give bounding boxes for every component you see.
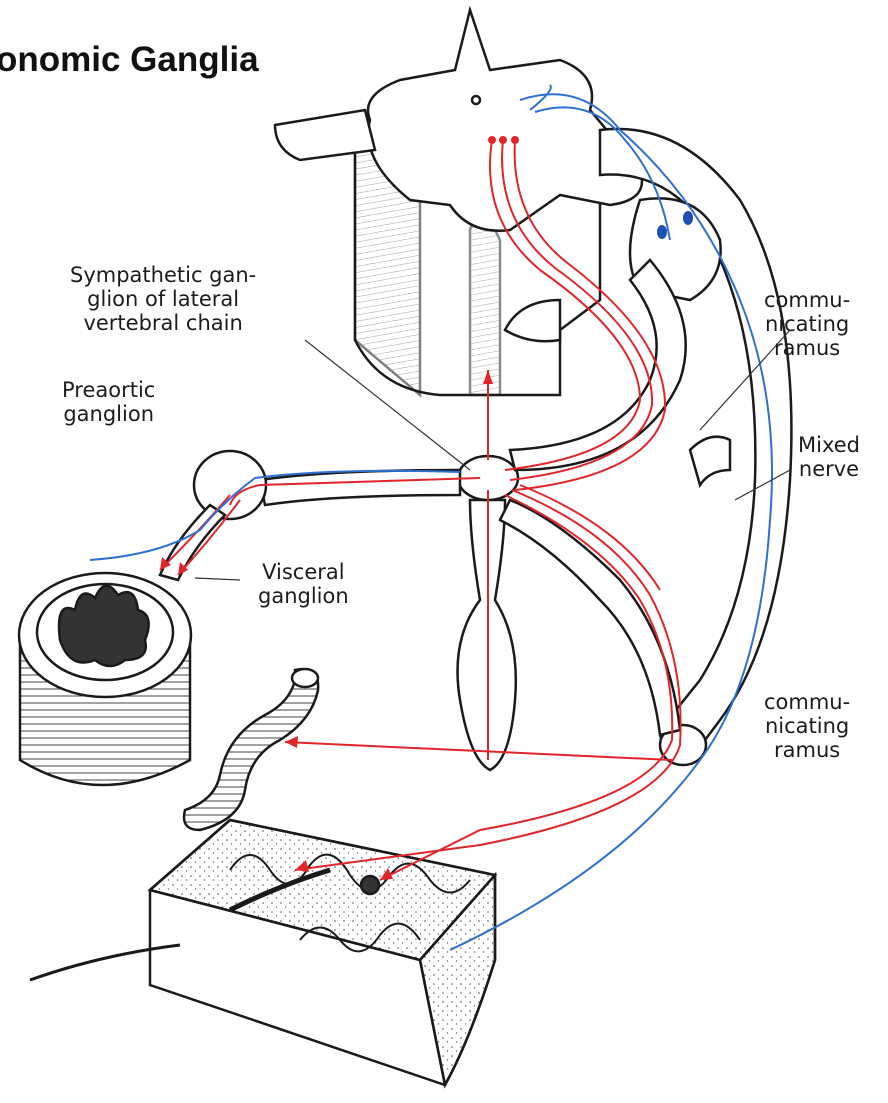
label-sympathetic-ganglion: Sympathetic gan- glion of lateral verteb… bbox=[70, 263, 256, 335]
label-visceral-ganglion: Visceral ganglion bbox=[258, 560, 349, 608]
diagram-title: onomic Ganglia bbox=[0, 40, 259, 80]
label-preaortic-ganglion: Preaortic ganglion bbox=[62, 378, 155, 426]
skin-block bbox=[30, 820, 495, 1085]
label-communicating-ramus-lower: commu- nicating ramus bbox=[764, 690, 850, 762]
blood-vessel bbox=[184, 669, 318, 830]
intestine bbox=[19, 573, 191, 785]
spinal-cord bbox=[275, 10, 642, 395]
label-communicating-ramus-upper: commu- nicating ramus bbox=[764, 288, 850, 360]
label-mixed-nerve: Mixed nerve bbox=[798, 433, 860, 481]
